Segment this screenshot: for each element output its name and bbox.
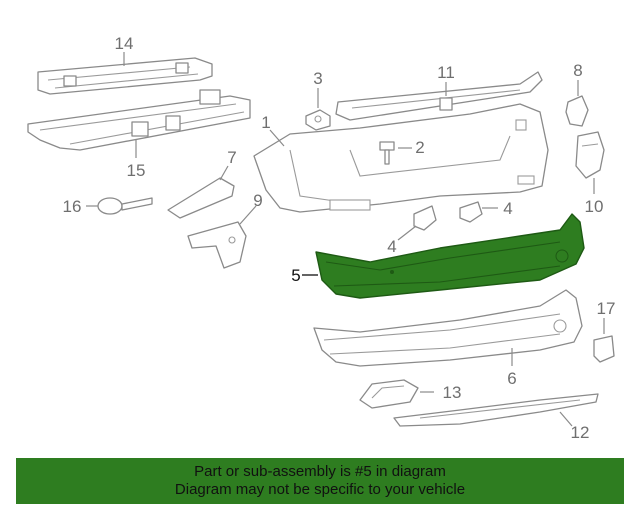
callout-11: 11 <box>437 63 455 82</box>
callout-8: 8 <box>573 61 582 80</box>
callout-6: 6 <box>507 369 516 388</box>
part-5-lower-fascia <box>315 213 585 299</box>
callout-4a: 4 <box>387 237 396 256</box>
part-15-hitch <box>27 89 251 151</box>
callout-14: 14 <box>115 34 134 53</box>
callout-13: 13 <box>443 383 462 402</box>
callout-4b: 4 <box>503 199 512 218</box>
part-6-valance <box>313 289 583 367</box>
callout-5: 5 <box>291 266 300 285</box>
part-3-clip <box>305 109 331 131</box>
part-10-bracket <box>575 131 605 179</box>
part-11-support <box>335 71 543 121</box>
callout-10: 10 <box>585 197 604 216</box>
part-14-beam <box>37 57 213 95</box>
banner-line-2: Diagram may not be specific to your vehi… <box>174 481 466 498</box>
part-12-strip <box>393 393 599 427</box>
part-2-bolt <box>379 141 395 165</box>
part-9-bracket <box>187 221 247 269</box>
part-16-sensor <box>97 197 153 215</box>
part-17-cover <box>593 335 615 363</box>
part-8-bracket <box>565 95 589 127</box>
callout-3: 3 <box>313 69 322 88</box>
callout-1: 1 <box>261 113 270 132</box>
banner-line-1: Part or sub-assembly is #5 in diagram <box>194 463 446 480</box>
callout-2: 2 <box>415 138 424 157</box>
part-1-fascia <box>253 103 549 213</box>
part-7-bracket <box>167 177 235 219</box>
callout-16: 16 <box>63 197 82 216</box>
callout-15: 15 <box>127 161 146 180</box>
part-13-trim <box>359 379 419 409</box>
callout-9: 9 <box>253 191 262 210</box>
callout-12: 12 <box>571 423 590 442</box>
parts-diagram: 14 15 3 11 8 1 2 <box>27 34 616 442</box>
callout-17: 17 <box>597 299 616 318</box>
part-4-clips <box>413 201 483 231</box>
info-banner: Part or sub-assembly is #5 in diagram Di… <box>16 458 624 504</box>
callout-7: 7 <box>227 148 236 167</box>
